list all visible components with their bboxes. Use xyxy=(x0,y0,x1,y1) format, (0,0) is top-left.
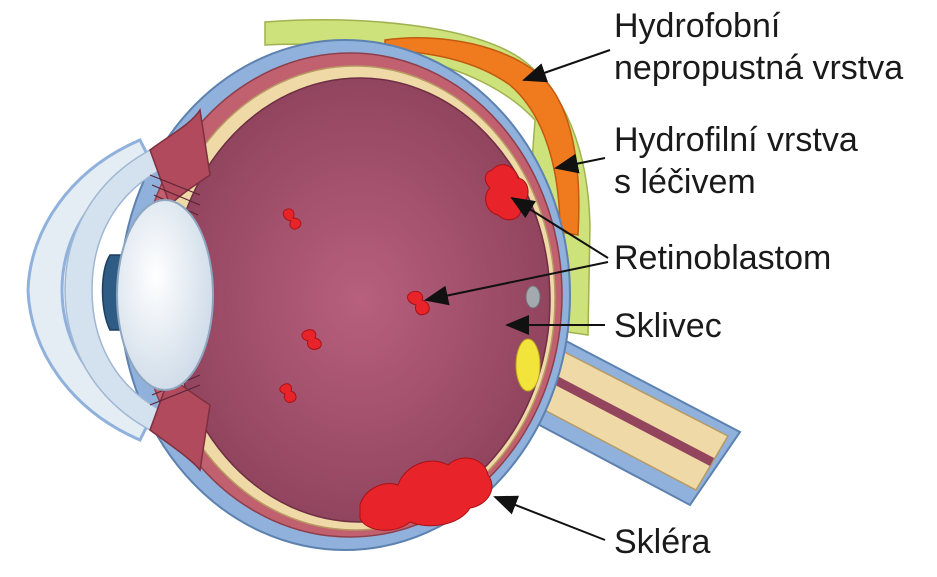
arrow-sclera xyxy=(495,497,605,540)
label-hydrophobic-line1: Hydrofobní xyxy=(614,6,780,46)
label-vitreous: Sklivec xyxy=(614,306,722,346)
label-sclera: Skléra xyxy=(614,522,710,562)
optic-disc xyxy=(516,339,540,391)
label-hydrophobic-line2: nepropustná vrstva xyxy=(614,48,903,88)
label-hydrophilic-line2: s léčivem xyxy=(614,162,756,202)
arrow-hydrophobic xyxy=(524,50,610,80)
fovea-spot xyxy=(526,286,540,308)
label-retinoblastoma: Retinoblastom xyxy=(614,238,831,278)
vitreous-body xyxy=(170,78,550,522)
label-hydrophilic-line1: Hydrofilní vrstva xyxy=(614,120,858,160)
lens xyxy=(117,200,213,390)
